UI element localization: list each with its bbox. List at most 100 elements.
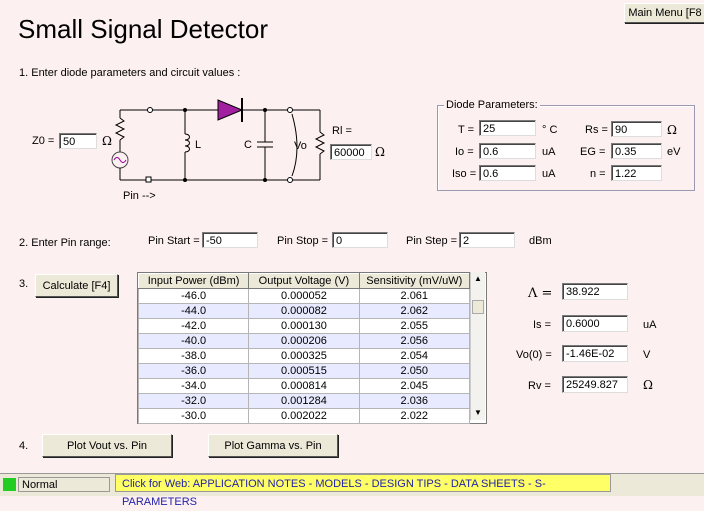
- diode-parameters-group: [437, 105, 695, 191]
- vo0-label: Vo(0) =: [516, 349, 552, 361]
- table-cell: 0.000082: [248, 303, 360, 319]
- table-cell: 0.000814: [248, 378, 360, 394]
- lambda-label: Λ =: [528, 286, 553, 301]
- pin-step-label: Pin Step =: [406, 235, 458, 247]
- scroll-down-arrow-icon[interactable]: ▼: [474, 408, 482, 417]
- z0-field[interactable]: 50: [59, 133, 97, 149]
- status-mode: Normal: [18, 477, 110, 492]
- main-menu-button[interactable]: Main Menu [F8: [624, 3, 704, 23]
- table-cell: -42.0: [137, 318, 250, 334]
- rs-unit: Ω: [667, 123, 677, 137]
- iso-unit: uA: [542, 168, 556, 180]
- table-header-row: Input Power (dBm) Output Voltage (V) Sen…: [137, 273, 471, 289]
- plot-vout-button[interactable]: Plot Vout vs. Pin: [42, 434, 172, 457]
- table-cell: -34.0: [137, 378, 250, 394]
- pin-start-field[interactable]: -50: [202, 232, 258, 248]
- calculate-button[interactable]: Calculate [F4]: [35, 274, 118, 297]
- rv-unit: Ω: [643, 378, 653, 392]
- results-table: Input Power (dBm) Output Voltage (V) Sen…: [137, 273, 471, 424]
- table-cell: 2.054: [358, 348, 471, 364]
- table-cell: 2.050: [358, 363, 471, 379]
- table-cell: 0.002022: [248, 408, 360, 424]
- t-field[interactable]: 25: [479, 120, 536, 136]
- table-scrollbar[interactable]: ▲ ▼: [470, 272, 485, 420]
- scroll-thumb[interactable]: [472, 300, 484, 314]
- rl-ohm-unit: Ω: [375, 145, 385, 159]
- eg-field[interactable]: 0.35: [611, 143, 662, 159]
- table-cell: -40.0: [137, 333, 250, 349]
- io-label: Io =: [455, 146, 474, 158]
- plot-gamma-button[interactable]: Plot Gamma vs. Pin: [208, 434, 338, 457]
- table-cell: 2.061: [358, 288, 471, 304]
- t-label: T =: [458, 124, 475, 136]
- rv-label: Rv =: [528, 380, 551, 392]
- step1-label: 1. Enter diode parameters and circuit va…: [19, 67, 241, 79]
- page-title: Small Signal Detector: [18, 14, 268, 44]
- step4-number: 4.: [19, 440, 29, 452]
- vo-label: Vo: [294, 140, 307, 152]
- rv-field[interactable]: 25249.827: [562, 376, 628, 393]
- step2-label: 2. Enter Pin range:: [19, 237, 111, 249]
- pin-range-unit: dBm: [529, 235, 552, 247]
- col-header-input-power[interactable]: Input Power (dBm): [137, 273, 250, 289]
- is-field[interactable]: 0.6000: [562, 315, 628, 332]
- pin-start-label: Pin Start =: [148, 235, 200, 247]
- step3-number: 3.: [19, 278, 29, 290]
- n-label: n =: [590, 168, 606, 180]
- scroll-up-arrow-icon[interactable]: ▲: [474, 274, 482, 283]
- table-cell: 0.000130: [248, 318, 360, 334]
- table-cell: 0.000515: [248, 363, 360, 379]
- col-header-sensitivity[interactable]: Sensitivity (mV/uW): [358, 273, 471, 289]
- table-cell: 2.036: [358, 393, 471, 409]
- table-cell: 0.000052: [248, 288, 360, 304]
- lambda-field[interactable]: 38.922: [562, 283, 628, 300]
- table-cell: -32.0: [137, 393, 250, 409]
- col-header-output-voltage[interactable]: Output Voltage (V): [248, 273, 360, 289]
- vo0-field[interactable]: -1.46E-02: [562, 345, 628, 362]
- diode-parameters-title: Diode Parameters:: [444, 99, 540, 111]
- table-cell: 2.055: [358, 318, 471, 334]
- is-label: Is =: [533, 319, 552, 331]
- table-cell: 0.000325: [248, 348, 360, 364]
- table-cell: 2.056: [358, 333, 471, 349]
- rl-field[interactable]: 60000: [330, 144, 372, 160]
- eg-unit: eV: [667, 146, 681, 158]
- table-cell: 2.045: [358, 378, 471, 394]
- is-unit: uA: [643, 319, 657, 331]
- io-unit: uA: [542, 146, 556, 158]
- pin-stop-field[interactable]: 0: [332, 232, 388, 248]
- table-cell: 2.022: [358, 408, 471, 424]
- vo0-unit: V: [643, 349, 651, 361]
- capacitor-label: C: [244, 139, 252, 151]
- table-cell: -44.0: [137, 303, 250, 319]
- rs-field[interactable]: 90: [611, 121, 662, 137]
- iso-label: Iso =: [452, 168, 477, 180]
- pin-stop-label: Pin Stop =: [277, 235, 329, 247]
- results-table-container: Input Power (dBm) Output Voltage (V) Sen…: [137, 272, 487, 424]
- web-links-bar[interactable]: Click for Web: APPLICATION NOTES - MODEL…: [115, 474, 611, 508]
- rl-label: Rl =: [332, 125, 352, 137]
- table-cell: -36.0: [137, 363, 250, 379]
- iso-field[interactable]: 0.6: [479, 165, 536, 181]
- z0-label: Z0 =: [32, 135, 55, 147]
- n-field[interactable]: 1.22: [611, 165, 662, 181]
- table-cell: 0.001284: [248, 393, 360, 409]
- pin-step-field[interactable]: 2: [459, 232, 515, 248]
- table-cell: -30.0: [137, 408, 250, 424]
- io-field[interactable]: 0.6: [479, 143, 536, 159]
- table-cell: 0.000206: [248, 333, 360, 349]
- table-cell: 2.062: [358, 303, 471, 319]
- inductor-label: L: [195, 139, 202, 151]
- status-indicator-icon: [3, 478, 16, 491]
- eg-label: EG =: [580, 146, 606, 158]
- circuit-diagram: [111, 98, 326, 183]
